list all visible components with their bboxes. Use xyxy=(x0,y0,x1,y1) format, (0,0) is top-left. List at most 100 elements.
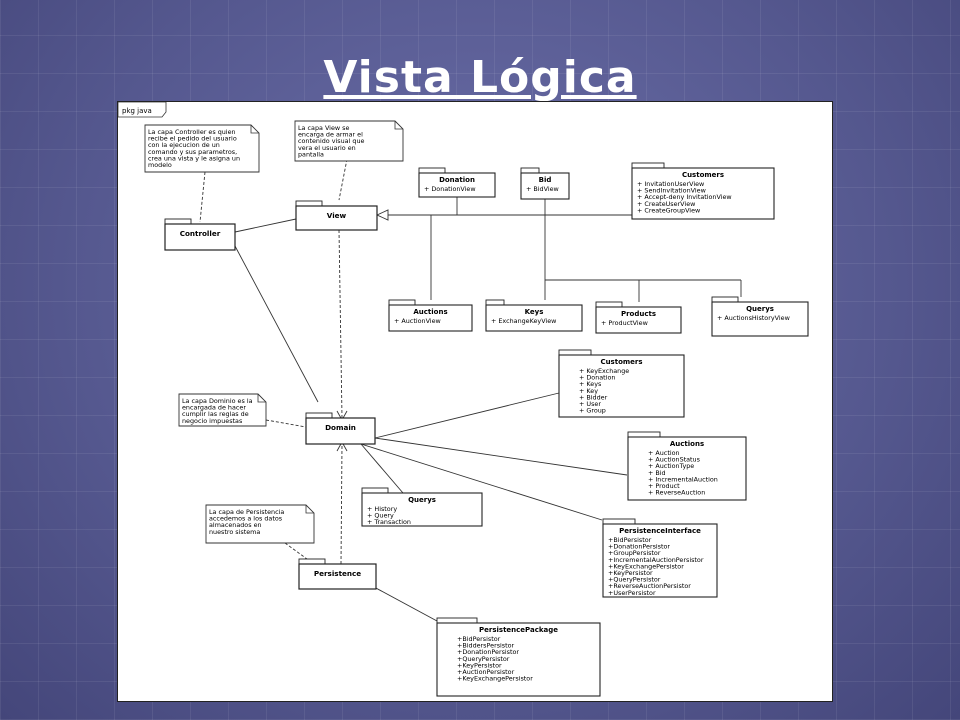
domain-persistence-interface-link xyxy=(360,443,603,521)
package-tab xyxy=(631,162,665,169)
package-tab xyxy=(305,412,333,419)
package-name: Customers xyxy=(682,171,724,179)
package-tab xyxy=(558,349,592,356)
package-tab xyxy=(388,299,416,306)
package-member: +BidPersistor xyxy=(457,635,501,643)
package-name: PersistenceInterface xyxy=(619,527,701,535)
layer-domain[interactable]: Domain xyxy=(305,412,376,445)
package-member: +UserPersistor xyxy=(608,589,656,597)
note-line: con la ejecucion de un xyxy=(148,141,220,149)
frame-label: pkg java xyxy=(122,107,152,115)
package-querys-view[interactable]: Querys+ AuctionsHistoryView xyxy=(711,296,809,337)
slide-title: Vista Lógica xyxy=(323,52,637,103)
package-tab xyxy=(485,299,505,306)
note-line: La capa Controller es quien xyxy=(148,128,236,136)
package-member: + DonationView xyxy=(424,185,476,193)
package-customers-domain[interactable]: Customers+ KeyExchange+ Donation+ Keys+ … xyxy=(558,349,685,418)
package-member: + Group xyxy=(579,407,606,415)
package-tab xyxy=(595,301,623,308)
package-member: + ReverseAuction xyxy=(648,489,705,497)
note-controller-link xyxy=(199,171,206,223)
note-domain-link xyxy=(265,419,307,428)
persistence-package-link xyxy=(373,586,438,622)
package-body xyxy=(485,304,583,332)
package-member: +DonationPersistor xyxy=(457,648,519,656)
layer-name: Domain xyxy=(325,423,356,432)
package-bid[interactable]: Bid+ BidView xyxy=(520,167,570,200)
package-persistence-interface[interactable]: PersistenceInterface+BidPersistor+Donati… xyxy=(602,518,718,598)
note-line: almacenados en xyxy=(209,521,262,529)
package-products[interactable]: Products+ ProductView xyxy=(595,301,682,334)
package-member: + Key xyxy=(579,387,598,395)
domain-auctions-link xyxy=(374,437,628,476)
note-line: comando y sus parametros, xyxy=(148,148,237,156)
package-tab xyxy=(520,167,540,174)
note-line: crea una vista y le asigna un xyxy=(148,154,240,162)
layer-name: View xyxy=(327,211,347,220)
note-line: accedemos a los datos xyxy=(209,515,283,523)
package-name: Products xyxy=(621,310,656,318)
note-line: recibe el pedido del usuario xyxy=(148,135,237,143)
package-auctions-view[interactable]: Auctions+ AuctionView xyxy=(388,299,473,332)
package-member: + ProductView xyxy=(601,319,648,327)
package-member: + AuctionType xyxy=(648,462,694,470)
package-member: +QueryPersistor xyxy=(608,576,661,584)
note-line: pantalla xyxy=(298,150,324,158)
note-line: La capa de Persistencia xyxy=(209,508,284,516)
package-auctions-domain[interactable]: Auctions+ Auction+ AuctionStatus+ Auctio… xyxy=(627,431,747,501)
persistence-domain-dependency xyxy=(340,443,343,565)
package-body xyxy=(631,167,775,220)
package-member: + Donation xyxy=(579,374,615,382)
layer-persistence[interactable]: Persistence xyxy=(298,558,377,590)
package-customers-view[interactable]: Customers+ InvitationUserView+ SendInvit… xyxy=(631,162,775,220)
package-member: +KeyExchangePersistor xyxy=(608,562,684,570)
package-member: +KeyPersistor xyxy=(457,661,502,669)
package-member: + BidView xyxy=(526,185,559,193)
package-member: +DonationPersistor xyxy=(608,543,670,551)
package-member: +KeyExchangePersistor xyxy=(457,675,533,683)
package-tab xyxy=(436,617,478,624)
package-tab xyxy=(418,167,446,174)
layer-view[interactable]: View xyxy=(295,200,378,231)
package-member: + AuctionView xyxy=(394,317,441,325)
package-member: + User xyxy=(579,400,601,408)
package-querys-domain[interactable]: Querys+ History+ Query+ Transaction xyxy=(361,487,483,527)
package-member: + Keys xyxy=(579,380,602,388)
package-persistence-package[interactable]: PersistencePackage+BidPersistor+BiddersP… xyxy=(436,617,601,697)
layer-controller[interactable]: Controller xyxy=(164,218,236,251)
package-body xyxy=(305,417,376,445)
package-member: +ReverseAuctionPersistor xyxy=(608,582,691,590)
package-member: + AuctionsHistoryView xyxy=(717,314,790,322)
package-name: Customers xyxy=(600,358,642,366)
package-member: + ExchangeKeyView xyxy=(491,317,556,325)
note-line: encargada de hacer xyxy=(182,404,246,412)
package-member: + Bidder xyxy=(579,393,608,401)
package-donation[interactable]: Donation+ DonationView xyxy=(418,167,496,198)
note-line: encarga de armar el xyxy=(298,131,363,139)
package-name: Auctions xyxy=(670,440,704,448)
package-body xyxy=(711,301,809,337)
package-member: + History xyxy=(367,505,397,513)
package-keys[interactable]: Keys+ ExchangeKeyView xyxy=(485,299,583,332)
package-body xyxy=(164,223,236,251)
package-tab xyxy=(164,218,192,225)
package-body xyxy=(295,205,378,231)
layer-name: Controller xyxy=(180,229,221,238)
package-member: + Product xyxy=(648,482,680,490)
package-member: + CreateUserView xyxy=(637,200,695,208)
frame-tab xyxy=(118,102,167,118)
diagram-canvas: pkg java La capa Controller es quienrecib… xyxy=(118,102,809,697)
note-line: contenido visual que xyxy=(298,137,365,145)
note-line: modelo xyxy=(148,161,172,169)
note-line: cumplir las reglas de xyxy=(182,410,249,418)
controller-view-link xyxy=(234,218,297,233)
note-view-link xyxy=(338,153,349,201)
package-member: + Accept-deny InvitationView xyxy=(637,193,732,201)
package-body xyxy=(602,523,718,598)
package-body xyxy=(298,563,377,590)
package-tab xyxy=(627,431,661,438)
